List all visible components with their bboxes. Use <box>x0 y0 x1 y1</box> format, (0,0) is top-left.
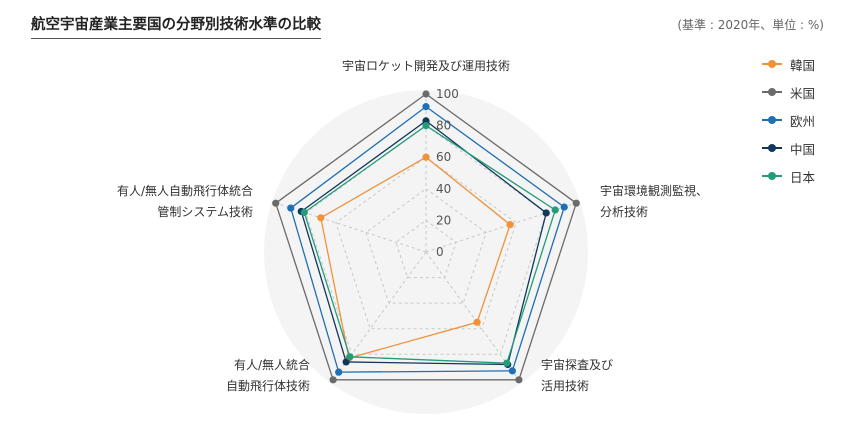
axis-label: 宇宙環境観測監視、分析技術 <box>600 183 708 219</box>
series-line <box>303 124 556 364</box>
series-point <box>342 358 350 366</box>
tick-label: 0 <box>436 245 444 259</box>
tick-label: 40 <box>436 182 451 196</box>
series-point <box>508 367 516 375</box>
series-point <box>317 214 325 222</box>
tick-label: 20 <box>436 213 451 227</box>
series-point <box>503 359 511 367</box>
legend-label: 日本 <box>790 169 816 185</box>
grid-ring <box>305 124 547 355</box>
unit-note: (基準 : 2020年、単位 : %) <box>677 18 824 32</box>
tick-label: 100 <box>436 87 459 101</box>
axis-label: 有人/無人自動飛行体統合管制システム技術 <box>117 183 253 219</box>
legend-item: 欧州 <box>762 106 815 134</box>
series-point <box>272 199 280 207</box>
legend-label: 欧州 <box>790 113 816 129</box>
series-point <box>422 153 430 161</box>
axis-label: 有人/無人統合自動飛行体技術 <box>226 357 310 393</box>
tick-layer: 0 20 40 60 80 100 <box>436 87 459 259</box>
series-point <box>335 368 343 376</box>
series-point <box>560 203 568 211</box>
grid-ring <box>395 219 457 279</box>
legend: 韓国米国欧州中国日本 <box>762 50 815 190</box>
legend-label: 中国 <box>790 141 816 157</box>
legend-item: 米国 <box>762 78 815 106</box>
tick-label: 80 <box>436 119 451 133</box>
legend-item: 中国 <box>762 134 815 162</box>
series-point <box>346 353 354 361</box>
series-point <box>506 221 514 229</box>
legend-swatch <box>762 87 782 97</box>
legend-item: 韓国 <box>762 50 815 78</box>
tick-label: 60 <box>436 150 451 164</box>
grid-ring <box>365 188 487 304</box>
series-line <box>300 120 547 366</box>
series-point <box>287 204 295 212</box>
series-layer <box>272 90 580 384</box>
series-point <box>300 208 308 217</box>
legend-swatch <box>762 143 782 153</box>
grid-spoke <box>425 202 577 253</box>
series-point <box>542 209 550 217</box>
series-point <box>572 199 580 207</box>
axis-label: 宇宙ロケット開発及び運用技術 <box>342 58 510 73</box>
series-point <box>551 206 559 214</box>
grid-spoke <box>332 251 427 381</box>
legend-swatch <box>762 59 782 69</box>
series-point <box>515 376 523 384</box>
series-point <box>473 318 481 326</box>
series-point <box>422 122 430 130</box>
grid-spoke <box>425 251 520 381</box>
legend-label: 韓国 <box>790 57 816 73</box>
legend-swatch <box>762 115 782 125</box>
series-point <box>422 90 430 98</box>
series-line <box>274 93 578 381</box>
legend-label: 米国 <box>790 85 816 101</box>
series-line <box>320 156 511 359</box>
series-line <box>290 105 566 373</box>
legend-swatch <box>762 171 782 181</box>
grid-ring <box>335 156 517 330</box>
axis-label: 宇宙探査及び活用技術 <box>541 357 613 393</box>
grid-spoke <box>275 202 427 253</box>
series-point <box>329 376 337 384</box>
chart-title: 航空宇宙産業主要国の分野別技術水準の比較 <box>31 13 321 39</box>
series-point <box>422 103 430 111</box>
legend-item: 日本 <box>762 162 815 190</box>
